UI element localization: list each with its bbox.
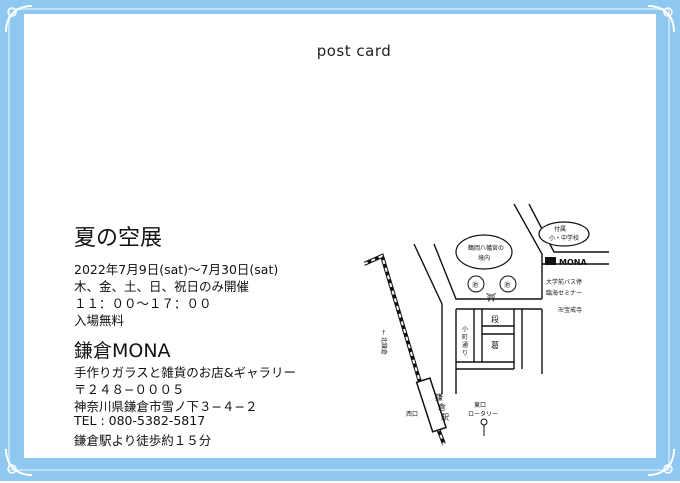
shop-name: 鎌倉MONA — [74, 340, 171, 362]
frame-inner-border — [8, 8, 670, 471]
school-label: 付属 — [554, 225, 566, 233]
postcard-heading: post card — [316, 42, 392, 60]
postcard: post card 夏の空展 2022年7月9日(sat)〜7月30日(sat)… — [24, 14, 656, 458]
pond-right — [499, 275, 517, 293]
roads — [413, 204, 609, 394]
svg-text:倉: 倉 — [438, 402, 446, 412]
postal-code: 〒２４８−０００５ — [74, 382, 185, 397]
open-days: 木、金、土、日、祝日のみ開催 — [74, 279, 250, 294]
access: 鎌倉駅より徒歩約１５分 — [74, 433, 212, 448]
opening-hours: １１：００〜１７：００ — [74, 296, 212, 311]
corner-ornament-icon — [644, 2, 678, 36]
east-exit-label: 東口 — [474, 401, 486, 409]
svg-text:り: り — [462, 350, 468, 357]
torii-icon: ⛩ — [486, 293, 496, 302]
bus-pin-icon — [480, 418, 488, 426]
shop-marker-label: MONA — [559, 258, 587, 267]
corner-ornament-icon — [2, 2, 36, 36]
svg-text:小・中学校: 小・中学校 — [549, 234, 579, 242]
exhibition-title: 夏の空展 — [74, 226, 163, 251]
admission: 入場無料 — [74, 313, 125, 328]
west-exit-label: 西口 — [406, 411, 418, 418]
station-box — [415, 377, 447, 433]
komachi-street-label: 小 — [462, 325, 468, 333]
temple-label: 卍宝戒寺 — [558, 306, 582, 314]
shrine-label: 鶴岡八幡宮の — [468, 244, 504, 252]
corner-ornament-icon — [644, 445, 678, 479]
svg-text:ロータリー: ロータリー — [468, 410, 498, 418]
shop-marker-icon — [545, 257, 556, 265]
kitakamakura-label: ← 北鎌倉 — [380, 330, 388, 355]
svg-text:池: 池 — [472, 281, 478, 289]
svg-text:境内: 境内 — [478, 254, 490, 262]
svg-text:池: 池 — [504, 281, 510, 289]
svg-text:葛: 葛 — [491, 340, 499, 350]
phone: TEL : 080-5382-5817 — [74, 413, 206, 428]
pond-left — [467, 275, 485, 293]
seminar-label: 臨海セミナー — [546, 289, 582, 297]
svg-text:町: 町 — [462, 334, 468, 341]
svg-text:駅: 駅 — [441, 413, 449, 422]
dankazura-label: 段 — [491, 314, 499, 324]
svg-text:通: 通 — [462, 341, 468, 349]
shrine-area — [455, 234, 513, 270]
bus-stop-label: 大学前バス停 — [546, 278, 582, 286]
shop-description: 手作りガラスと雑貨のお店&ギャラリー — [74, 365, 296, 380]
corner-ornament-icon — [2, 445, 36, 479]
station-label: 鎌 — [435, 392, 443, 402]
exhibition-dates: 2022年7月9日(sat)〜7月30日(sat) — [74, 262, 279, 277]
address: 神奈川県鎌倉市雪ノ下３−４−２ — [74, 399, 258, 414]
school-area — [538, 221, 590, 247]
access-map: 鎌 倉 駅 鶴岡八幡宮の 境内 池 池 — [364, 204, 609, 445]
